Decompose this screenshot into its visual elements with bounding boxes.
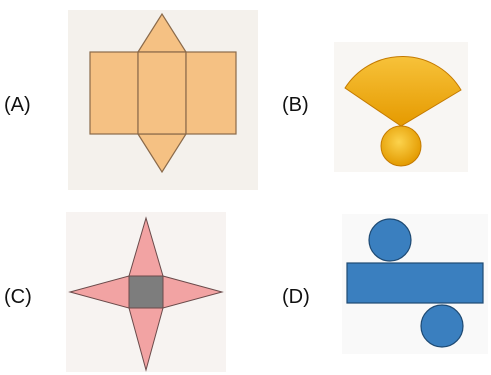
option-b-label: (B) [282, 94, 309, 116]
prism-right-face [185, 51, 237, 135]
cylinder-top-circle [368, 218, 412, 262]
option-a-figure [68, 10, 258, 190]
cone-base-circle [380, 125, 422, 167]
option-a-label: (A) [4, 94, 31, 116]
prism-left-face [89, 51, 139, 135]
option-d-label: (D) [282, 286, 310, 308]
option-b-figure [334, 42, 468, 172]
cone-net [334, 42, 468, 172]
pyramid-base-square [128, 275, 164, 309]
cylinder-net [342, 214, 488, 354]
square-pyramid-net [66, 212, 226, 372]
prism-middle-face [137, 51, 187, 135]
cylinder-lateral-rectangle [346, 262, 484, 304]
option-c-label: (C) [4, 286, 32, 308]
option-c-figure [66, 212, 226, 372]
triangular-prism-net [68, 10, 258, 190]
cone-lateral-sector [344, 56, 462, 127]
option-d-figure [342, 214, 488, 354]
cylinder-bottom-circle [420, 304, 464, 348]
